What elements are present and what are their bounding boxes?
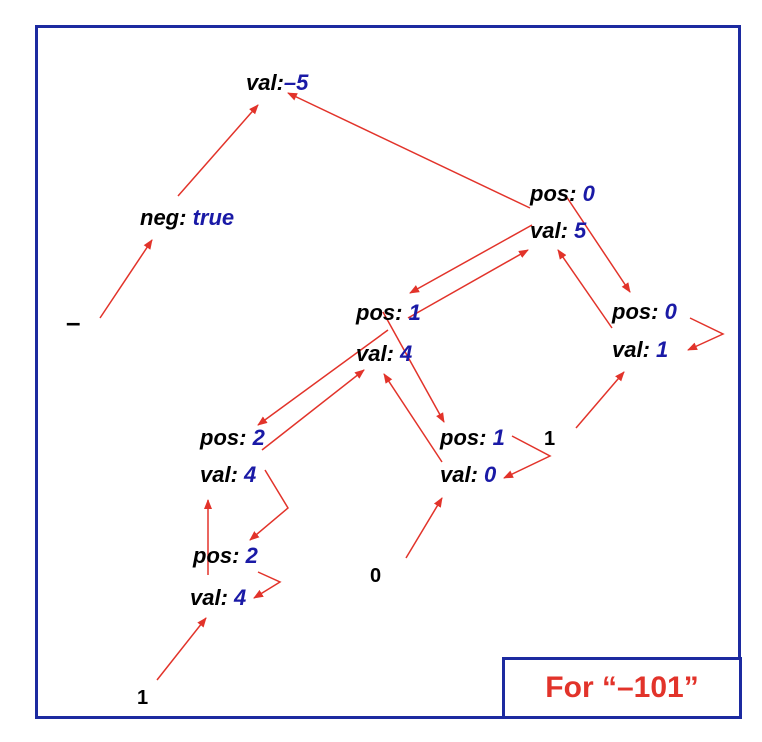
neg-label: neg: true — [140, 205, 234, 231]
right-node-val-key: val: — [612, 337, 650, 362]
center-node-val-value: 0 — [484, 462, 497, 487]
root-val-value: –5 — [283, 70, 309, 95]
center-node-val-key: val: — [440, 462, 478, 487]
token-one-mid: 1 — [544, 428, 556, 450]
right-node-pos-key: pos: — [612, 299, 659, 324]
right-node-pos-value: 0 — [664, 299, 677, 324]
right-node-val: val: 1 — [612, 337, 668, 363]
right-node-val-value: 1 — [656, 337, 669, 362]
top-node-pos-key: pos: — [530, 181, 577, 206]
mid-node-val-key: val: — [356, 341, 394, 366]
neg-value: true — [192, 205, 235, 230]
mid-node-pos: pos: 1 — [356, 300, 421, 326]
bottom-node-pos: pos: 2 — [193, 543, 258, 569]
mid-node-val: val: 4 — [356, 341, 412, 367]
top-node-pos: pos: 0 — [530, 181, 595, 207]
bottom-node-val-key: val: — [190, 585, 228, 610]
caption-box: For “–101” — [502, 657, 742, 719]
left-node-pos: pos: 2 — [200, 425, 265, 451]
caption-text: For “–101” — [545, 671, 699, 704]
diagram-frame — [35, 25, 741, 719]
mid-node-pos-key: pos: — [356, 300, 403, 325]
root-val-key: val: — [246, 70, 284, 95]
center-node-pos-value: 1 — [492, 425, 505, 450]
bottom-node-pos-value: 2 — [245, 543, 258, 568]
left-node-pos-value: 2 — [252, 425, 265, 450]
top-node-val: val: 5 — [530, 218, 586, 244]
top-node-pos-value: 0 — [582, 181, 595, 206]
center-node-pos: pos: 1 — [440, 425, 505, 451]
bottom-node-val-value: 4 — [234, 585, 247, 610]
right-node-pos: pos: 0 — [612, 299, 677, 325]
bottom-node-val: val: 4 — [190, 585, 246, 611]
root-val-label: val:–5 — [246, 70, 308, 96]
center-node-val: val: 0 — [440, 462, 496, 488]
mid-node-pos-value: 1 — [408, 300, 421, 325]
top-node-val-value: 5 — [574, 218, 587, 243]
token-one-bottom: 1 — [137, 687, 149, 709]
bottom-node-pos-key: pos: — [193, 543, 240, 568]
left-node-val: val: 4 — [200, 462, 256, 488]
token-zero: 0 — [370, 565, 382, 587]
left-node-val-value: 4 — [244, 462, 257, 487]
token-minus: – — [66, 307, 81, 337]
mid-node-val-value: 4 — [400, 341, 413, 366]
left-node-val-key: val: — [200, 462, 238, 487]
top-node-val-key: val: — [530, 218, 568, 243]
neg-key: neg: — [140, 205, 187, 230]
left-node-pos-key: pos: — [200, 425, 247, 450]
center-node-pos-key: pos: — [440, 425, 487, 450]
